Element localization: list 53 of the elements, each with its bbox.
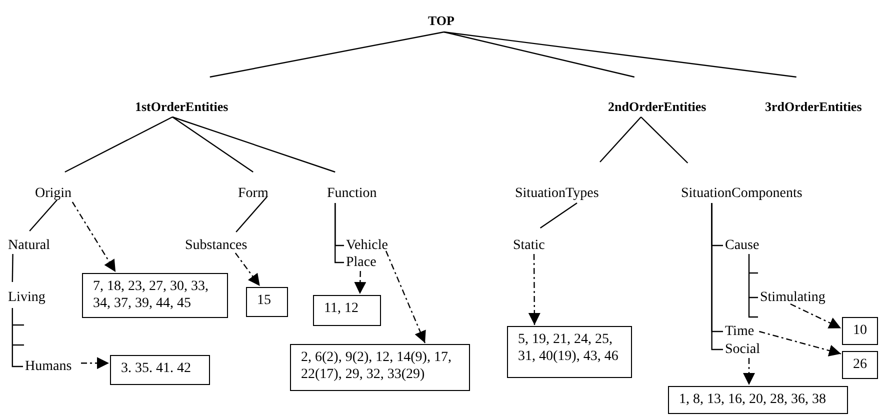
category-label: Stimulating bbox=[760, 289, 836, 306]
tree-line bbox=[236, 196, 268, 232]
arrow bbox=[234, 252, 260, 286]
category-label: Social bbox=[725, 341, 765, 358]
tree-line bbox=[29, 200, 58, 232]
arrow bbox=[790, 303, 842, 329]
category-label: Time bbox=[725, 323, 761, 340]
bracket-connector bbox=[12, 308, 23, 368]
category-label: SituationComponents bbox=[681, 185, 815, 202]
category-label: TOP bbox=[428, 12, 468, 30]
category-label: 2ndOrderEntities bbox=[608, 98, 718, 116]
arrow bbox=[385, 250, 426, 344]
category-label: Static bbox=[513, 237, 555, 254]
tree-line bbox=[640, 116, 688, 164]
arrow bbox=[759, 330, 842, 356]
example-list-box: 15 bbox=[246, 287, 288, 317]
category-label: Place bbox=[346, 254, 382, 271]
arrow bbox=[81, 357, 109, 370]
category-label: Vehicle bbox=[346, 237, 396, 254]
example-list-box: 2, 6(2), 9(2), 12, 14(9), 17, 22(17), 29, 32, 33(29) bbox=[290, 344, 470, 391]
tree-line bbox=[444, 31, 796, 78]
category-label: 1stOrderEntities bbox=[135, 98, 239, 116]
category-label: SituationTypes bbox=[515, 185, 615, 202]
category-label: Form bbox=[238, 185, 274, 202]
tree-line bbox=[444, 31, 635, 78]
tree-line bbox=[172, 116, 336, 173]
category-label: Humans bbox=[25, 358, 79, 375]
tree-line bbox=[600, 116, 642, 162]
arrow bbox=[72, 202, 116, 272]
example-list-box: 10 bbox=[842, 317, 878, 345]
category-label: Natural bbox=[8, 237, 56, 254]
example-list-box: 5, 19, 21, 24, 25, 31, 40(19), 43, 46 bbox=[507, 326, 632, 378]
bracket-connector bbox=[334, 203, 344, 264]
tree-line bbox=[64, 116, 173, 173]
category-label: Origin bbox=[35, 185, 79, 202]
arrow bbox=[743, 358, 755, 385]
tree-line bbox=[540, 202, 578, 228]
category-label: Cause bbox=[725, 237, 765, 254]
tree-line bbox=[172, 116, 254, 172]
arrow bbox=[528, 254, 540, 325]
example-list-box: 1, 8, 13, 16, 20, 28, 36, 38 bbox=[668, 386, 848, 414]
category-label: Function bbox=[327, 185, 385, 202]
tree-line bbox=[12, 254, 14, 282]
example-list-box: 7, 18, 23, 27, 30, 33, 34, 37, 39, 44, 45 bbox=[82, 273, 228, 318]
tree-line bbox=[210, 31, 444, 78]
category-label: Substances bbox=[185, 237, 255, 254]
category-label: Living bbox=[8, 289, 52, 306]
bracket-connector bbox=[748, 254, 758, 298]
example-list-box: 11, 12 bbox=[313, 295, 381, 326]
category-label: 3rdOrderEntities bbox=[765, 98, 877, 116]
example-list-box: 3. 35. 41. 42 bbox=[110, 355, 210, 385]
example-list-box: 26 bbox=[842, 351, 878, 379]
arrow bbox=[354, 270, 366, 294]
